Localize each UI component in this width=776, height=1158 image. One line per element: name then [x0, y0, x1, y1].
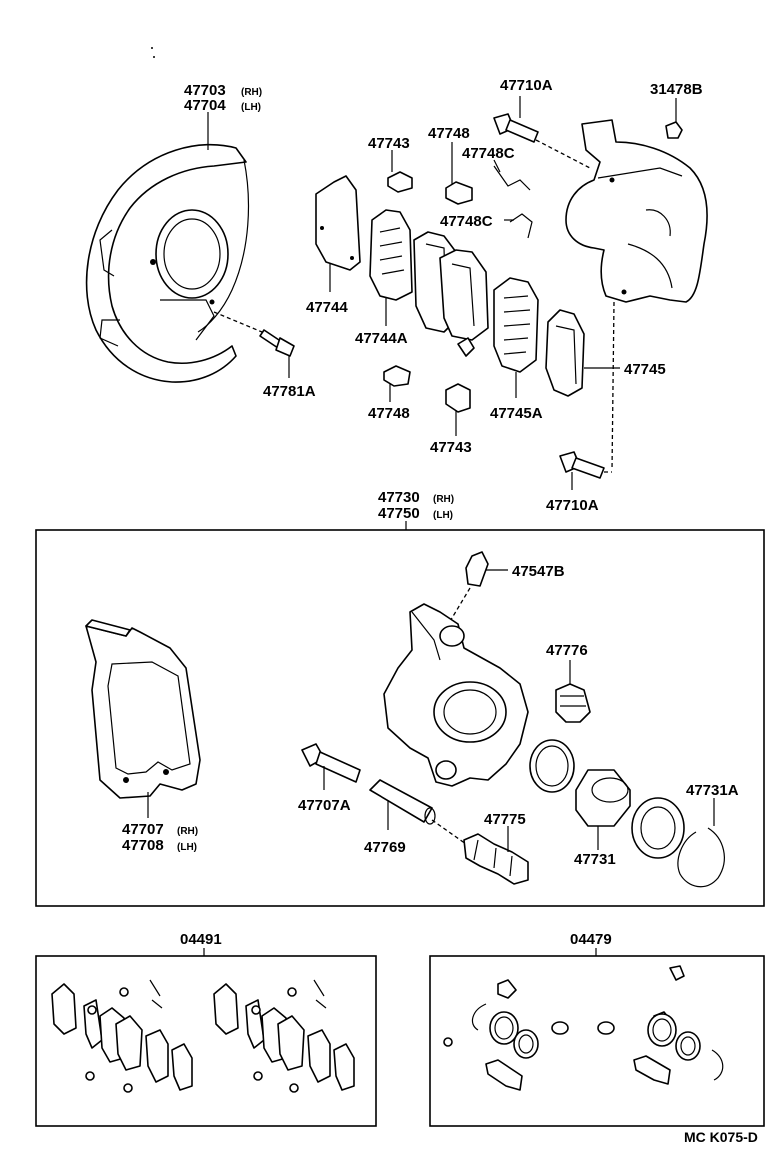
pad-support-plate-top: [387, 171, 413, 193]
pad-kit-contents-left: [51, 979, 193, 1093]
caliper-housing: [383, 603, 529, 787]
caliper-assembly-box: [35, 529, 765, 907]
bleeder-plug: [465, 551, 489, 587]
label-47703-side: (RH): [241, 87, 262, 98]
label-47745: 47745: [624, 361, 666, 378]
label-47731A: 47731A: [686, 782, 739, 799]
dash-slide-pin: [431, 819, 467, 845]
anti-squeal-shim-inner-a: [369, 209, 413, 301]
pad-clip-top: [445, 181, 473, 205]
piston-seal-ring: [529, 739, 575, 793]
label-47748-bot: 47748: [368, 405, 410, 422]
caliper-bolt-top: [493, 113, 539, 143]
caliper-bolt-bottom: [559, 451, 605, 479]
anti-squeal-spring-b: [509, 213, 533, 239]
label-04491: 04491: [180, 931, 222, 948]
label-47704: 47704: [184, 97, 226, 114]
cylinder-boot: [555, 683, 591, 723]
pad-support-plate-bottom: [445, 383, 471, 413]
dash-top-bolt: [535, 139, 591, 169]
pad-kit-box: [35, 955, 377, 1127]
label-47743-bot: 47743: [430, 439, 472, 456]
label-47748-top: 47748: [428, 125, 470, 142]
label-47730-side: (RH): [433, 494, 454, 505]
label-47707: 47707: [122, 821, 164, 838]
label-47776: 47776: [546, 642, 588, 659]
shield-bolt: [259, 329, 295, 357]
outer-brake-pad: [439, 249, 489, 357]
scan-specks: [151, 47, 155, 58]
label-47547B: 47547B: [512, 563, 565, 580]
label-47748C-b: 47748C: [440, 213, 493, 230]
label-47704-side: (LH): [241, 102, 261, 113]
label-47703: 47703: [184, 82, 226, 99]
dash-shield-bolt: [213, 311, 263, 333]
caliper-torque-plate: [85, 619, 201, 799]
label-47745A: 47745A: [490, 405, 543, 422]
label-47708-side: (LH): [177, 842, 197, 853]
piston-boot: [631, 797, 685, 859]
label-47750: 47750: [378, 505, 420, 522]
slide-bushing-boot: [463, 833, 529, 885]
cylinder-kit-box: [429, 955, 765, 1127]
pad-clip-bottom: [383, 365, 411, 387]
pad-kit-contents-right: [213, 979, 355, 1093]
label-47748C-a: 47748C: [462, 145, 515, 162]
label-47775: 47775: [484, 811, 526, 828]
label-47710A-top: 47710A: [500, 77, 553, 94]
label-47708: 47708: [122, 837, 164, 854]
cylinder-kit-contents-left: [443, 979, 569, 1091]
label-47707-side: (RH): [177, 826, 198, 837]
slide-pin: [369, 779, 436, 825]
label-47731: 47731: [574, 851, 616, 868]
dust-shield: [85, 143, 250, 383]
label-47769: 47769: [364, 839, 406, 856]
bleeder-cap: [665, 121, 683, 139]
label-47707A: 47707A: [298, 797, 351, 814]
leader-47748C-a: [493, 159, 501, 173]
label-47781A: 47781A: [263, 383, 316, 400]
anti-squeal-shim-outer: [545, 309, 585, 397]
label-47744: 47744: [306, 299, 348, 316]
anti-squeal-spring-a: [493, 165, 531, 191]
label-47730: 47730: [378, 489, 420, 506]
set-ring: [677, 827, 725, 888]
cylinder-kit-contents-right: [597, 965, 724, 1085]
diagram-code: MC K075-D: [684, 1129, 758, 1145]
label-47744A: 47744A: [355, 330, 408, 347]
anti-squeal-shim-inner: [315, 175, 361, 271]
label-47710A-bot: 47710A: [546, 497, 599, 514]
dash-bottom-bolt: [611, 301, 615, 471]
label-47743-top: 47743: [368, 135, 410, 152]
cylinder-piston: [575, 769, 631, 827]
label-47750-side: (LH): [433, 510, 453, 521]
anti-squeal-shim-outer-a: [493, 277, 539, 373]
slide-pin-bolt: [301, 743, 361, 783]
label-04479: 04479: [570, 931, 612, 948]
label-31478B: 31478B: [650, 81, 703, 98]
caliper-cylinder-body: [565, 119, 708, 303]
